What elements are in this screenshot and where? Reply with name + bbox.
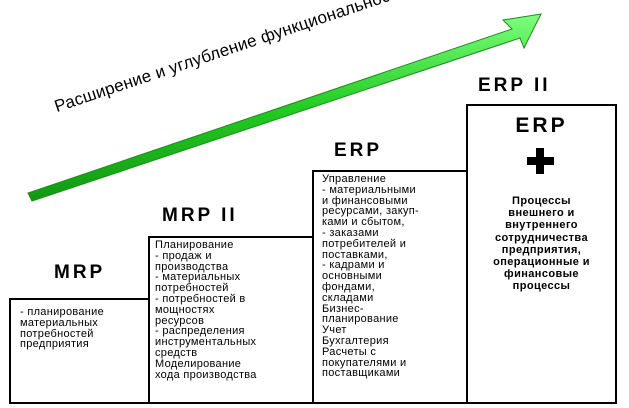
arrow-shape (27, 13, 542, 202)
erp-inner-title: ERP (515, 114, 568, 137)
step-box-mrp2: Планирование - продаж и производства - м… (148, 236, 314, 404)
step-text-mrp2: Планирование - продаж и производства - м… (155, 239, 257, 381)
step-text-mrp: - планирование материальных потребностей… (20, 306, 105, 351)
step-title-erp2: ERP II (478, 75, 551, 96)
step-text-erp2: Процессы внешнего и внутреннего сотрудни… (493, 195, 590, 293)
step-title-mrp: MRP (54, 262, 106, 283)
step-box-erp2: ERP Процессы внешнего и внутреннего сотр… (466, 104, 617, 404)
step-title-erp: ERP (334, 140, 383, 161)
step-box-erp: Управление - материальными и финансовыми… (312, 170, 468, 404)
step-text-erp: Управление - материальными и финансовыми… (322, 173, 419, 380)
plus-icon (527, 148, 554, 174)
step-title-mrp2: MRP II (162, 205, 238, 226)
step-box-mrp: - планирование материальных потребностей… (9, 298, 151, 404)
